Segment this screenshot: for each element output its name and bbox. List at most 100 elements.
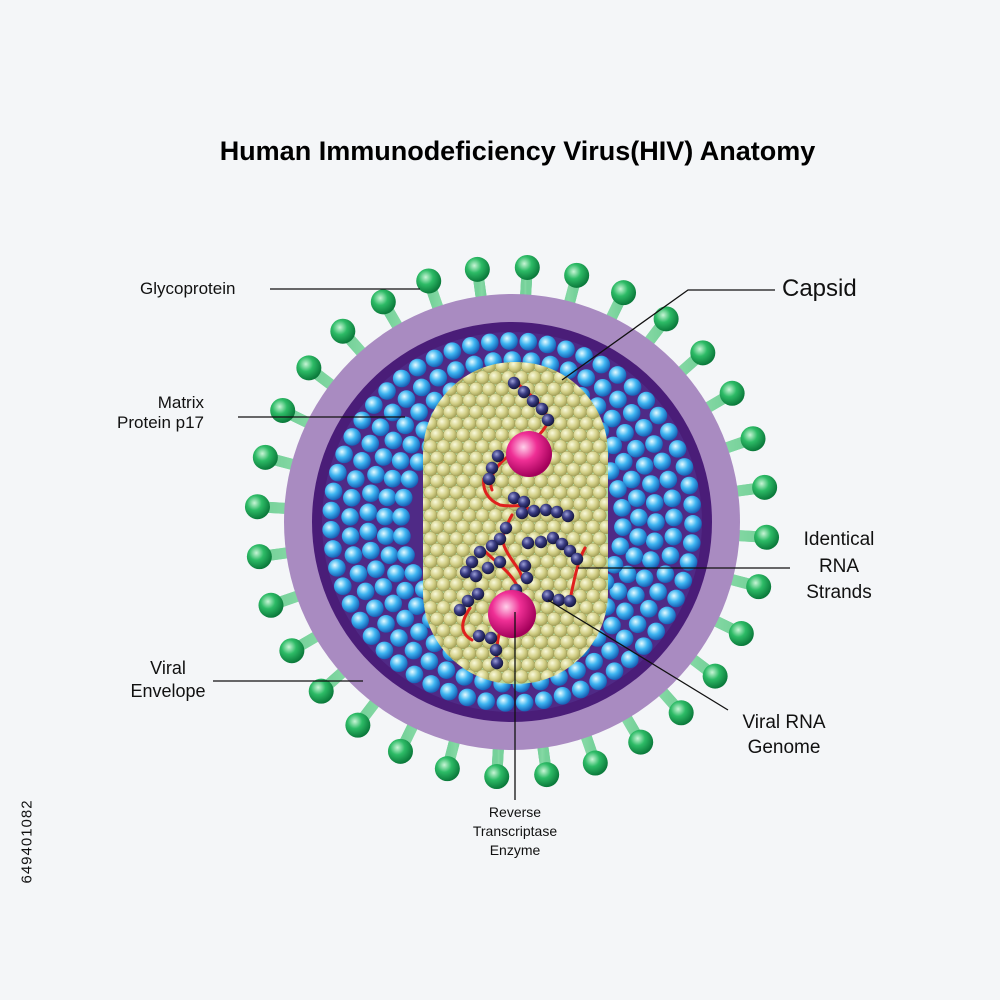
matrix-protein-bead xyxy=(361,434,380,453)
matrix-protein-bead xyxy=(659,470,678,489)
matrix-protein-bead xyxy=(577,369,596,387)
matrix-protein-bead xyxy=(392,369,411,388)
glycoprotein-head xyxy=(690,340,716,366)
glycoprotein-head xyxy=(628,729,654,755)
matrix-protein-bead xyxy=(362,541,380,560)
matrix-protein-bead xyxy=(341,527,360,545)
matrix-protein-bead xyxy=(500,332,518,350)
matrix-protein-bead xyxy=(674,571,693,590)
rna-bead xyxy=(539,503,553,517)
matrix-protein-bead xyxy=(622,404,641,422)
matrix-protein-bead xyxy=(635,457,654,475)
matrix-protein-bead xyxy=(322,521,340,539)
rna-bead xyxy=(517,385,531,399)
matrix-protein-bead xyxy=(396,609,414,628)
rna-bead xyxy=(563,544,577,558)
matrix-protein-bead xyxy=(378,382,396,400)
matrix-protein-bead xyxy=(675,458,694,476)
capsid-bead xyxy=(592,439,607,454)
matrix-protein-bead xyxy=(571,680,590,699)
matrix-protein-bead xyxy=(557,340,575,359)
matrix-protein-bead xyxy=(359,522,378,541)
rna-bead xyxy=(552,593,566,607)
matrix-protein-bead xyxy=(351,611,369,630)
matrix-protein-bead xyxy=(658,606,676,625)
glycoprotein-head xyxy=(345,712,371,738)
rna-bead xyxy=(472,629,486,643)
matrix-protein-bead xyxy=(613,499,631,517)
matrix-protein-bead xyxy=(661,546,680,565)
rna-bead xyxy=(526,394,540,408)
matrix-protein-bead xyxy=(559,361,578,380)
glycoprotein-head xyxy=(252,444,278,470)
label-viral-envelope: Viral Envelope xyxy=(118,657,218,704)
glycoprotein-head xyxy=(244,494,270,520)
matrix-protein-bead xyxy=(640,599,658,618)
matrix-protein-bead xyxy=(333,577,352,596)
capsid-bead xyxy=(592,485,607,500)
matrix-protein-bead xyxy=(365,396,383,414)
matrix-protein-bead xyxy=(387,564,405,583)
rna-beads xyxy=(453,376,584,670)
stock-image-id: 649401082 xyxy=(18,799,36,884)
matrix-protein-bead xyxy=(356,582,375,601)
matrix-protein-bead xyxy=(515,693,534,712)
matrix-protein-bead xyxy=(616,602,634,621)
matrix-protein-bead xyxy=(374,578,393,596)
matrix-protein-bead xyxy=(635,569,654,588)
matrix-protein-bead xyxy=(322,501,341,520)
matrix-protein-bead xyxy=(628,615,647,634)
matrix-protein-bead xyxy=(343,428,362,446)
genome-leader xyxy=(547,599,729,711)
glycoprotein-heads xyxy=(244,254,780,790)
capsid-bead xyxy=(599,451,608,466)
rna-bead xyxy=(499,521,513,535)
matrix-protein-bead xyxy=(585,652,603,671)
matrix-protein-bead xyxy=(353,411,371,430)
glycoprotein-head xyxy=(387,738,413,764)
capsid-bead xyxy=(592,508,607,523)
matrix-protein-bead xyxy=(611,537,630,556)
label-identical-rna-strands: Identical RNA Strands xyxy=(790,527,888,607)
capsid-bead xyxy=(514,669,529,684)
matrix-protein-bead xyxy=(642,551,660,569)
matrix-protein-bead xyxy=(458,688,477,707)
matrix-protein-bead xyxy=(425,349,444,368)
matrix-protein-bead xyxy=(647,513,665,531)
rna-bead xyxy=(515,506,529,520)
capsid-bead xyxy=(599,474,608,489)
glycoprotein-head xyxy=(416,268,442,294)
label-rna-line2: RNA xyxy=(818,555,860,577)
capsid-bead xyxy=(501,669,516,684)
matrix-protein-bead xyxy=(625,547,644,565)
label-envelope-line1: Viral xyxy=(150,658,186,678)
capsid-bead xyxy=(599,520,608,535)
matrix-protein-bead xyxy=(627,586,645,605)
matrix-protein-bead xyxy=(538,335,557,354)
matrix-protein-bead xyxy=(615,629,634,648)
glycoprotein-head xyxy=(270,397,296,423)
matrix-protein-bead xyxy=(575,347,593,365)
capsid-leader xyxy=(561,289,775,381)
matrix-protein-bead xyxy=(378,488,397,507)
rna-bead xyxy=(459,565,473,579)
label-envelope-line2: Envelope xyxy=(130,681,206,702)
rna-bead xyxy=(469,569,483,583)
matrix-protein-bead xyxy=(410,623,428,641)
matrix-protein-bead xyxy=(349,564,368,583)
rna-bead xyxy=(482,472,496,486)
matrix-protein-bead xyxy=(609,390,627,409)
glycoprotein-head xyxy=(719,380,745,406)
matrix-protein-bead xyxy=(394,488,413,507)
matrix-protein-bead xyxy=(347,470,365,488)
label-viral-rna-genome: Viral RNA Genome xyxy=(728,711,840,760)
matrix-protein-bead xyxy=(371,418,390,437)
matrix-protein-bead xyxy=(329,463,347,482)
matrix-protein-bead xyxy=(380,546,399,565)
matrix-protein-bead xyxy=(335,445,353,464)
matrix-protein-bead xyxy=(616,424,634,442)
rna-bead xyxy=(555,537,569,551)
matrix-protein-bead xyxy=(477,692,495,710)
glycoprotein-head xyxy=(258,592,284,618)
